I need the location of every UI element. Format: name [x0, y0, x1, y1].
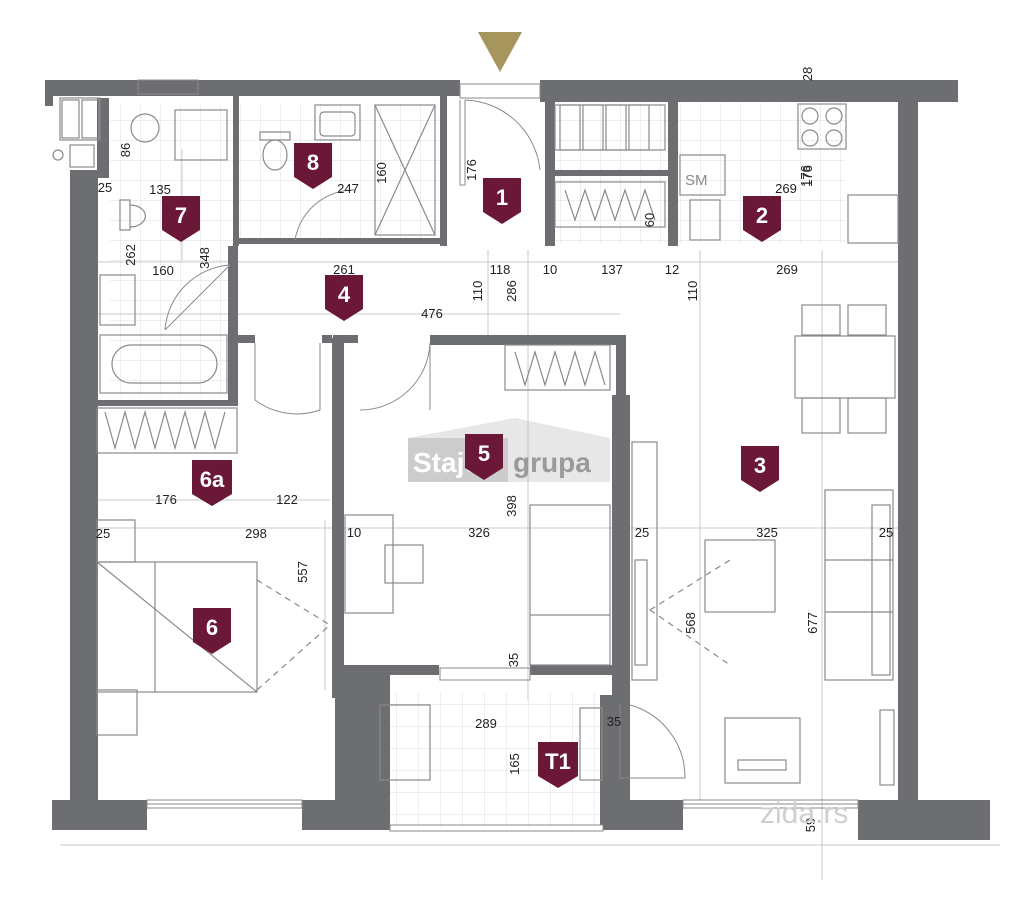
- room-marker-label: 1: [496, 185, 508, 210]
- room-marker-label: 4: [338, 282, 351, 307]
- washing-machine-icon: [174, 109, 228, 161]
- sofa-icon: [824, 489, 894, 681]
- room-marker-5: 5: [465, 434, 503, 480]
- room-marker-label: 5: [478, 441, 490, 466]
- desk-icon: [344, 514, 394, 614]
- bathtub-icon: [99, 334, 228, 394]
- dimension-label: 122: [276, 492, 298, 507]
- dimension-label: 135: [149, 182, 171, 197]
- entrance-arrow-icon: [478, 32, 522, 72]
- room-marker-4: 4: [325, 275, 363, 321]
- dimension-label: 568: [683, 612, 698, 634]
- sink-icon: [99, 274, 136, 326]
- room-marker-tag: [538, 742, 578, 788]
- dimension-label: 118: [490, 262, 511, 277]
- room-marker-tag: [465, 434, 503, 480]
- room-marker-T1: T1: [538, 742, 578, 788]
- stove-icon: [797, 103, 847, 150]
- dimension-label: 176: [800, 165, 815, 187]
- dimension-label: 86: [118, 143, 133, 157]
- doors: [164, 83, 686, 779]
- dimension-label: 476: [421, 306, 443, 321]
- dining-table-icon: [794, 335, 896, 399]
- room-marker-7: 7: [162, 196, 200, 242]
- room-marker-tag: [741, 446, 779, 492]
- dimension-label: 348: [197, 247, 212, 269]
- room-marker-label: 6a: [200, 467, 225, 492]
- dimension-label: 25: [879, 525, 893, 540]
- dimension-label: 269: [776, 262, 798, 277]
- watermark-site: zida.rs: [760, 797, 848, 830]
- dimension-label: 137: [601, 262, 623, 277]
- dimension-label: 176: [464, 159, 479, 181]
- watermark-brand-b: grupa: [513, 447, 591, 478]
- room-marker-label: 8: [307, 150, 319, 175]
- dimension-label: 176: [155, 492, 177, 507]
- fixtures: [52, 97, 899, 786]
- dimension-label: 269: [775, 181, 797, 196]
- room-marker-3: 3: [741, 446, 779, 492]
- room-marker-label: 7: [175, 203, 187, 228]
- dimension-label: 35: [506, 653, 521, 667]
- room-marker-tag: [294, 143, 332, 189]
- dimension-label: 326: [468, 525, 490, 540]
- dimension-label: 677: [805, 612, 820, 634]
- room-marker-label: 2: [756, 203, 768, 228]
- walls: [45, 80, 990, 840]
- dimension-label: 165: [507, 753, 522, 775]
- bed-icon: [529, 504, 611, 666]
- dimension-label: 176: [798, 165, 813, 187]
- dimension-label: 110: [470, 281, 485, 302]
- room-marker-1: 1: [483, 178, 521, 224]
- room-marker-tag: [743, 196, 781, 242]
- room-marker-tag: [162, 196, 200, 242]
- room-marker-tag: [192, 460, 232, 506]
- dimension-label: 25: [96, 526, 110, 541]
- dimension-label: 247: [337, 181, 359, 196]
- dimension-label: 298: [245, 526, 267, 541]
- room-marker-tag: [193, 608, 231, 654]
- dimension-label: 110: [685, 281, 700, 302]
- room-marker-tag: [483, 178, 521, 224]
- dimension-label: 28: [800, 67, 815, 81]
- room-marker-label: 3: [754, 453, 766, 478]
- room-marker-2: 2: [743, 196, 781, 242]
- dimension-label: 286: [504, 280, 519, 302]
- chair-icon: [384, 544, 424, 584]
- room-marker-6: 6: [193, 608, 231, 654]
- dimension-label: 398: [504, 495, 519, 517]
- dimension-label: 325: [756, 525, 778, 540]
- dimension-label: 59: [803, 818, 818, 832]
- dimension-label: 10: [347, 525, 361, 540]
- dimension-label: 60: [642, 213, 657, 227]
- room-marker-label: T1: [545, 749, 571, 774]
- kitchen-sm-label: SM: [685, 172, 708, 189]
- room-marker-6a: 6a: [192, 460, 232, 506]
- room-marker-tag: [325, 275, 363, 321]
- dimension-label: 160: [152, 263, 174, 278]
- fridge-icon: [847, 194, 899, 244]
- dimension-label: 557: [295, 561, 310, 583]
- dimension-label: 262: [123, 244, 138, 266]
- dimension-label: 160: [374, 162, 389, 184]
- dimension-label: 12: [665, 262, 679, 277]
- dimension-label: 10: [543, 262, 557, 277]
- armchair-icon: [724, 717, 801, 784]
- shower-icon: [374, 104, 436, 236]
- dimension-label: 289: [475, 716, 497, 731]
- dimension-label: 261: [333, 262, 355, 277]
- dimension-label: 35: [607, 714, 621, 729]
- room-marker-label: 6: [206, 615, 218, 640]
- toilet-icon: [119, 199, 146, 231]
- room-marker-8: 8: [294, 143, 332, 189]
- dimension-label: 25: [635, 525, 649, 540]
- windows: [137, 79, 859, 832]
- dimension-lines: [60, 150, 1000, 880]
- dimension-label: 25: [98, 180, 112, 195]
